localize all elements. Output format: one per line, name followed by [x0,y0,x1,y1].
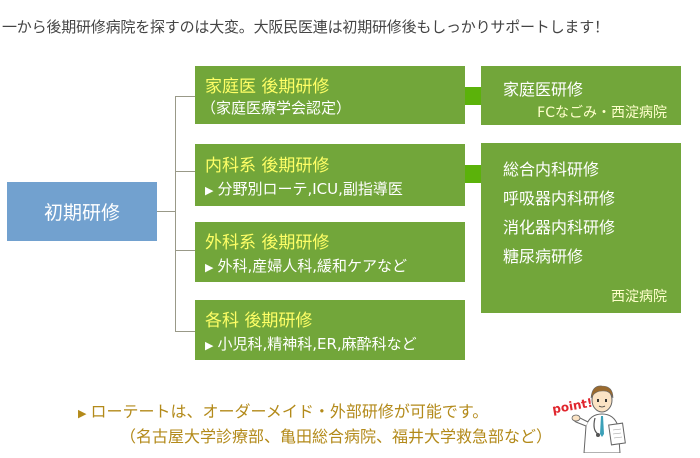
program-item: 糖尿病研修 [503,247,584,266]
course-subtitle-text: 外科,産婦人科,緩和ケアなど [217,257,408,275]
course-subtitle: （家庭医療学会認定） [201,99,352,117]
link-family [465,87,481,105]
connector-branch-2 [175,171,195,172]
course-subtitle-text: 分野別ローテ,ICU,副指導医 [217,180,403,198]
triangle-bullet-icon: ▶ [78,407,87,420]
course-title: 外科系 後期研修 [205,233,330,253]
rotation-note: ▶ローテートは、オーダーメイド・外部研修が可能です。 [78,398,488,422]
doctor-illustration-icon [571,385,626,453]
rotation-note-text: ローテートは、オーダーメイド・外部研修が可能です。 [90,402,489,421]
program-item: 消化器内科研修 [503,218,616,237]
external-institutions-note: （名古屋大学診療部、亀田総合病院、福井大学救急部など） [120,427,553,446]
course-box-surgery: 外科系 後期研修 ▶外科,産婦人科,緩和ケアなど [195,222,465,282]
course-title: 各科 後期研修 [205,311,313,331]
internal-program-box: 総合内科研修 呼吸器内科研修 消化器内科研修 糖尿病研修 西淀病院 [481,143,681,313]
connector-branch-1 [175,96,195,97]
initial-training-box: 初期研修 [7,182,157,241]
course-subtitle: ▶外科,産婦人科,緩和ケアなど [205,255,407,276]
course-subtitle: ▶分野別ローテ,ICU,副指導医 [205,178,403,199]
program-item: 家庭医研修 [503,80,584,99]
headline: 一から後期研修病院を探すのは大変。大阪民医連は初期研修後もしっかりサポートします… [2,18,609,36]
link-internal [465,165,481,183]
initial-training-label: 初期研修 [43,202,120,224]
program-item: 呼吸器内科研修 [503,189,616,208]
family-program-box: 家庭医研修 FCなごみ・西淀病院 [481,66,681,125]
course-box-specialty: 各科 後期研修 ▶小児科,精神科,ER,麻酔科など [195,300,465,360]
course-title: 家庭医 後期研修 [205,77,330,97]
triangle-bullet-icon: ▶ [205,261,214,274]
triangle-bullet-icon: ▶ [205,184,214,197]
course-title: 内科系 後期研修 [205,156,330,176]
connector-branch-3 [175,250,195,251]
hospital-note: 西淀病院 [611,289,667,305]
connector-trunk [175,96,176,332]
triangle-bullet-icon: ▶ [205,339,214,352]
course-box-internal: 内科系 後期研修 ▶分野別ローテ,ICU,副指導医 [195,144,465,206]
program-item: 総合内科研修 [503,160,600,179]
connector-from-initial [157,211,175,212]
course-subtitle: ▶小児科,精神科,ER,麻酔科など [205,333,417,354]
connector-branch-4 [175,331,195,332]
course-subtitle-text: 小児科,精神科,ER,麻酔科など [217,335,417,353]
hospital-note: FCなごみ・西淀病院 [537,105,667,121]
course-box-family: 家庭医 後期研修 （家庭医療学会認定） [195,66,465,124]
